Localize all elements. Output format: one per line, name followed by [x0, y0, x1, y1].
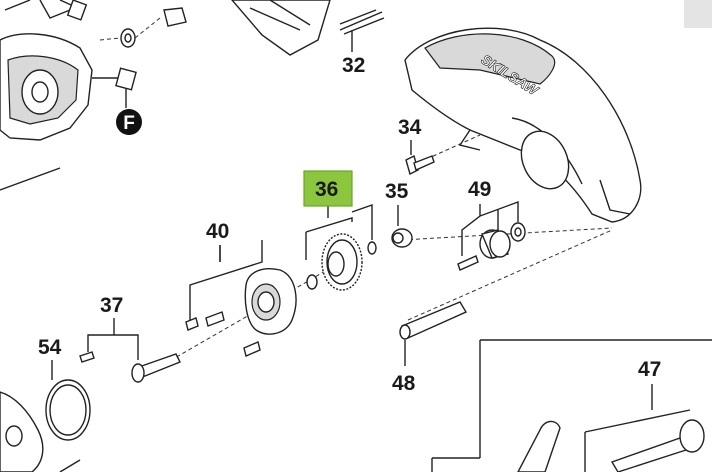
callout-54: 54	[38, 336, 62, 359]
callout-32: 32	[342, 54, 365, 77]
callout-37: 37	[100, 294, 123, 317]
callout-49: 49	[468, 178, 491, 201]
part-40-flange-assembly	[185, 240, 297, 357]
top-screws	[99, 7, 187, 48]
badge-f-label: F	[123, 113, 135, 134]
part-48-rod	[399, 301, 468, 366]
part-34-screw	[405, 140, 435, 176]
callout-35: 35	[385, 180, 409, 203]
callout-47: 47	[638, 358, 661, 381]
part-47-assembly	[431, 339, 712, 472]
corner-tab	[684, 0, 712, 28]
callout-48: 48	[392, 372, 416, 395]
assembly-axis-rod	[407, 229, 613, 321]
part-36-gear-set	[303, 170, 377, 291]
upper-housing	[231, 0, 385, 56]
lower-bracket	[0, 391, 81, 472]
blade-guard: SKILSAW	[404, 27, 642, 223]
part-35-spacer	[391, 205, 413, 248]
motor-assembly	[0, 0, 137, 191]
part-37-spindle	[79, 318, 181, 383]
reference-badge-f: F	[116, 109, 142, 135]
part-54-ring	[45, 360, 91, 441]
callout-36: 36	[315, 178, 338, 201]
callout-34: 34	[398, 116, 422, 139]
part-49-knob-set	[457, 200, 526, 271]
callout-40: 40	[206, 220, 229, 243]
callout-36-highlight	[303, 170, 353, 207]
